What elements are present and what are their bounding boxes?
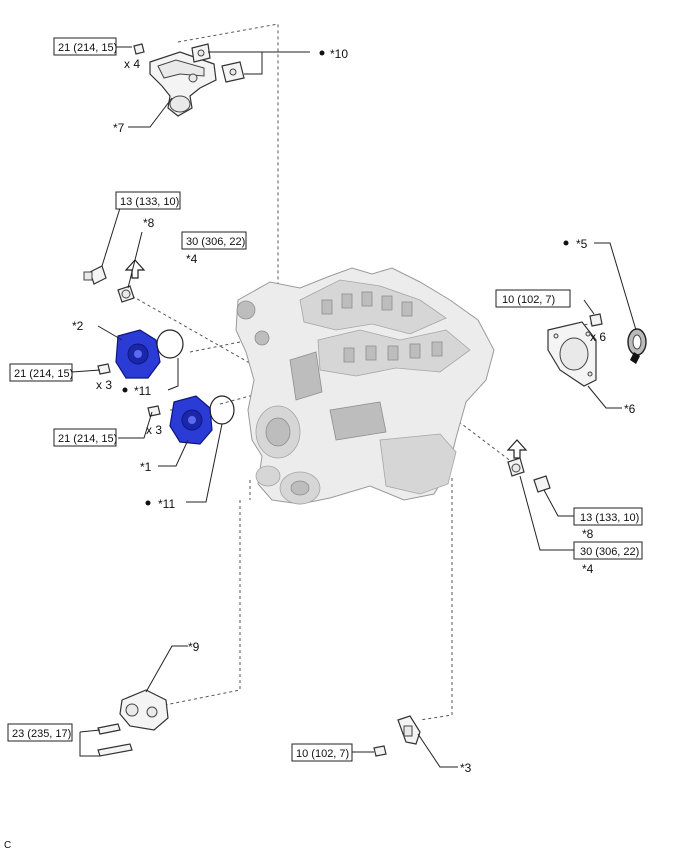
torque-text: 10 (102, 7) [502,294,555,306]
callout-label: *11 [158,497,175,511]
callout-label: *2 [72,319,84,333]
torque-spec-pump-lower: 21 (214, 15) [53,428,117,447]
pipe-bolt [133,43,145,55]
oil-pipe-assembly [133,43,245,117]
torque-spec-pump-upper: 21 (214, 15) [9,363,73,382]
oil-seal [627,328,647,364]
crank-position-sensor [373,715,421,757]
quantity-label: x 3 [146,423,162,437]
upper-sensor-parts [83,265,135,303]
callout-label: *4 [186,252,198,266]
torque-text: 21 (214, 15) [58,42,117,54]
torque-spec-plug-upper: 30 (306, 22) [181,231,247,250]
front-arrow-icon-lower [506,439,528,459]
leader-lines [71,46,637,768]
bracket-bolt-upper [97,723,121,735]
torque-text: 21 (214, 15) [14,368,73,380]
torque-spec-plug-lower: 30 (306, 22) [573,541,643,560]
quantity-label: x 4 [124,57,140,71]
torque-spec-sensor-upper: 13 (133, 10) [115,191,181,210]
bracket-bolt-lower [97,743,133,757]
cover-bolt [589,313,603,327]
bullet-dots [122,50,569,506]
callout-label: *3 [460,761,472,775]
callout-label: *7 [113,121,125,135]
torque-text: 21 (214, 15) [58,433,117,445]
callout-label: *8 [143,216,155,230]
torque-text: 30 (306, 22) [580,546,639,558]
lower-blue-pump [147,395,235,445]
torque-spec-crank-sensor: 10 (102, 7) [291,743,353,762]
upper-blue-pump [97,329,184,379]
tensioner-bracket [97,689,169,757]
torque-text: 10 (102, 7) [296,748,349,760]
callout-label: *5 [576,237,588,251]
quantity-label: x 3 [96,378,112,392]
lower-sensor-parts [507,457,551,493]
torque-text: 13 (133, 10) [120,196,179,208]
callout-label: *4 [582,562,594,576]
rear-cover-plate [547,313,603,387]
torque-spec-sensor-lower: 13 (133, 10) [573,507,643,526]
callout-label: *1 [140,460,152,474]
callout-label: *10 [330,47,348,61]
torque-text: 30 (306, 22) [186,236,245,248]
corner-label: C [4,840,11,851]
lower-pump-bolt [147,405,161,417]
torque-spec-oil-pipe: 21 (214, 15) [53,37,117,56]
torque-text: 13 (133, 10) [580,512,639,524]
front-arrow-icon [124,259,146,279]
callout-label: *9 [188,640,200,654]
callout-label: *8 [582,527,594,541]
torque-text: 23 (235, 17) [12,728,71,740]
torque-spec-cover: 10 (102, 7) [495,289,571,308]
engine-assembly [235,267,495,505]
callout-label: *6 [624,402,636,416]
quantity-label: x 6 [590,330,606,344]
callout-label: *11 [134,384,151,398]
torque-spec-bracket: 23 (235, 17) [7,723,73,742]
crank-sensor-bolt [373,745,387,757]
upper-pump-bolt [97,363,111,375]
